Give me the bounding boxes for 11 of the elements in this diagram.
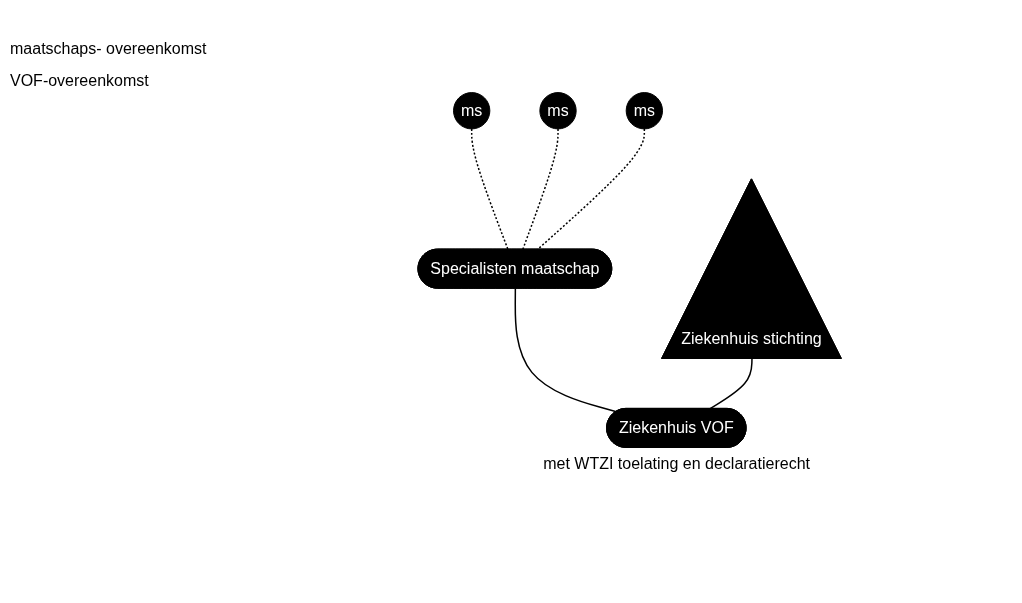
node-circle: ms — [453, 92, 491, 130]
annotation-text: VOF-overeenkomst — [10, 72, 150, 90]
node-circle: ms — [539, 92, 578, 130]
node-circle: ms — [626, 92, 664, 130]
connector — [514, 287, 618, 413]
connector — [471, 128, 510, 251]
connector — [709, 358, 754, 410]
annotation-text: maatschaps- overeenkomst — [10, 40, 208, 58]
connector — [522, 128, 560, 251]
connector — [537, 128, 646, 251]
node-note: met WTZI toelating en declaratierecht — [543, 455, 810, 474]
